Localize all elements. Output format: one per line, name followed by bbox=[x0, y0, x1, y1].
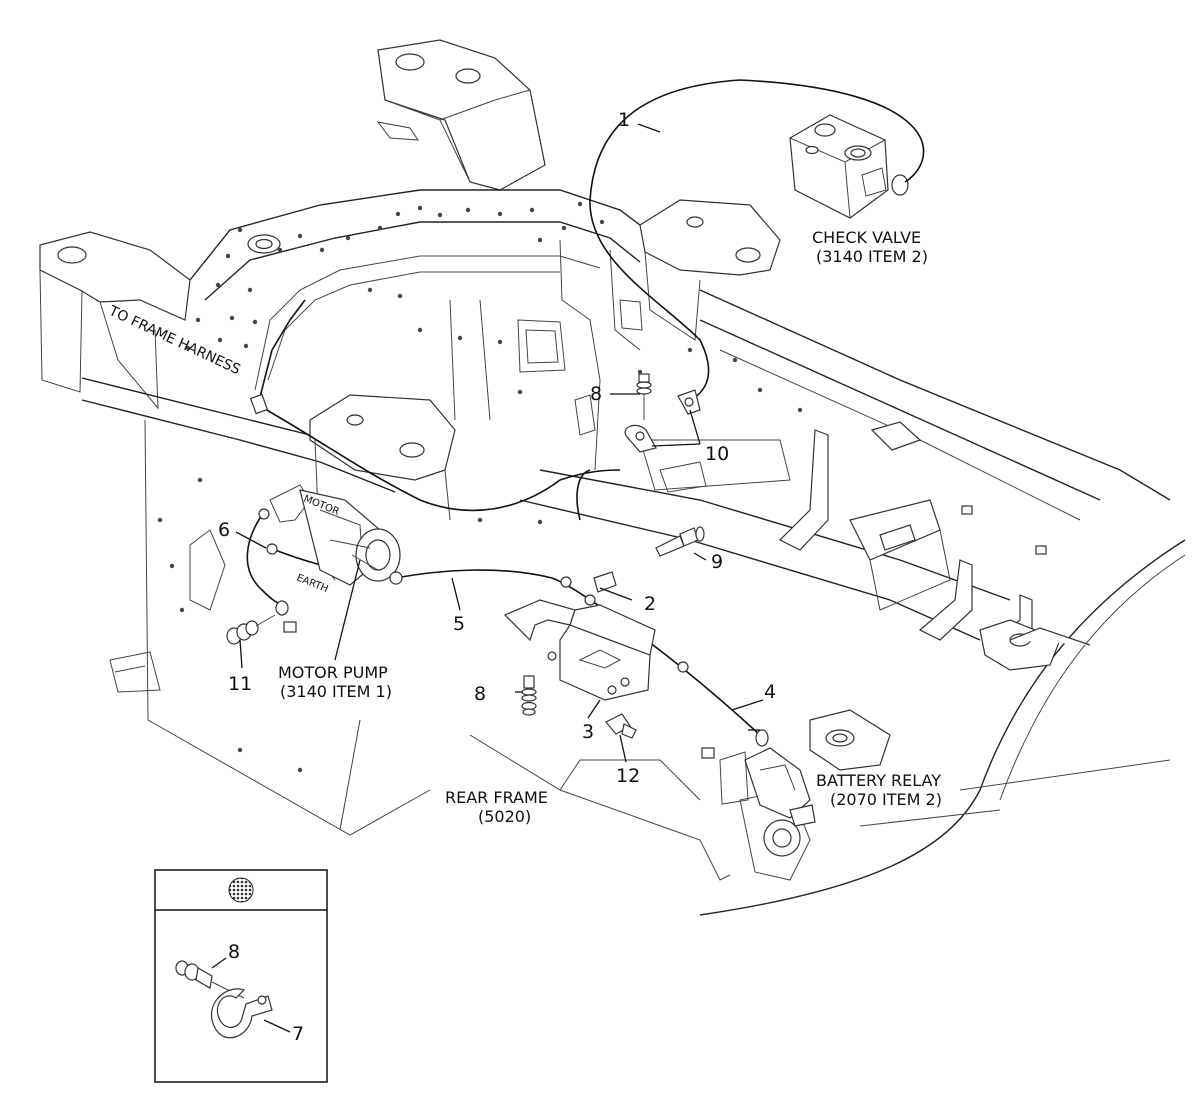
inset-detail-box: 8 7 bbox=[154, 869, 328, 1083]
frame-rivet-dots bbox=[157, 201, 803, 773]
callout-10: 10 bbox=[705, 443, 729, 465]
check-valve-drawing bbox=[789, 114, 909, 219]
bolt-item-8-lower bbox=[521, 675, 537, 716]
clamp-item-10-lower bbox=[624, 424, 657, 453]
clip-item-12 bbox=[605, 713, 637, 739]
label-earth-tag: EARTH bbox=[295, 573, 330, 596]
clamp-item-10-upper bbox=[677, 389, 701, 415]
callout-8-lower: 8 bbox=[474, 683, 486, 705]
battery-relay-drawing bbox=[744, 729, 816, 827]
callout-8-inset: 8 bbox=[228, 941, 240, 963]
callout-6: 6 bbox=[218, 519, 230, 541]
frame-harness-connector bbox=[249, 393, 269, 415]
bolt-item-11 bbox=[226, 600, 289, 645]
callout-3: 3 bbox=[582, 721, 594, 743]
callout-5: 5 bbox=[453, 613, 465, 635]
grey-dotted-circle-icon bbox=[228, 877, 254, 903]
terminal-item-2 bbox=[560, 571, 689, 673]
callout-12: 12 bbox=[616, 765, 640, 787]
label-battery-relay: BATTERY RELAY bbox=[816, 771, 941, 790]
callout-8-upper: 8 bbox=[590, 383, 602, 405]
callout-4: 4 bbox=[764, 681, 776, 703]
callout-7: 7 bbox=[292, 1023, 304, 1045]
label-motor-pump: MOTOR PUMP bbox=[278, 663, 388, 682]
callout-numbers: 1 8 10 6 9 2 5 4 8 3 11 12 bbox=[218, 109, 776, 787]
rear-frame-drawing bbox=[39, 39, 1186, 916]
callout-2: 2 bbox=[644, 593, 656, 615]
label-battery-relay-ref: (2070 ITEM 2) bbox=[830, 790, 942, 809]
component-labels: CHECK VALVE (3140 ITEM 2) TO FRAME HARNE… bbox=[105, 228, 942, 826]
callout-11: 11 bbox=[228, 673, 252, 695]
bracket-item-3 bbox=[503, 599, 656, 701]
cable-runs bbox=[246, 79, 925, 736]
bolt-item-9 bbox=[655, 526, 705, 557]
label-rear-frame: REAR FRAME bbox=[445, 788, 548, 807]
callout-9: 9 bbox=[711, 551, 723, 573]
label-check-valve-ref: (3140 ITEM 2) bbox=[816, 247, 928, 266]
small-blocks bbox=[283, 505, 1047, 759]
label-rear-frame-ref: (5020) bbox=[478, 807, 531, 826]
leader-lines bbox=[235, 123, 764, 763]
callout-1: 1 bbox=[618, 109, 630, 131]
label-motor-pump-ref: (3140 ITEM 1) bbox=[280, 682, 392, 701]
motor-pump-drawing bbox=[258, 484, 403, 586]
label-check-valve: CHECK VALVE bbox=[812, 228, 921, 247]
bolt-item-8-upper bbox=[636, 373, 652, 420]
